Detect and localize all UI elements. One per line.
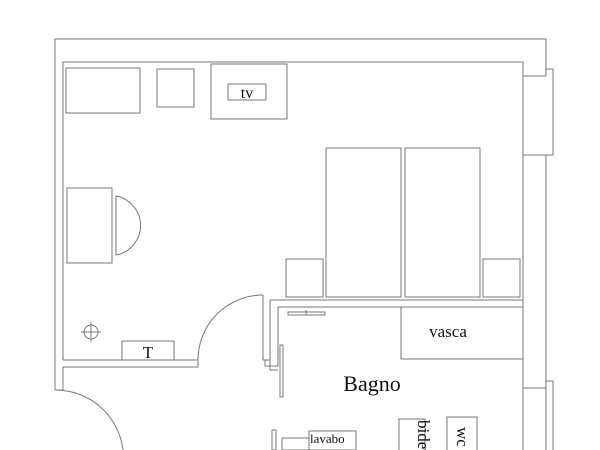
sink — [308, 430, 357, 450]
nightstand-left — [285, 258, 324, 298]
t-unit — [121, 340, 175, 361]
doors — [54, 294, 264, 450]
bidet-label: bidet — [414, 420, 433, 450]
wc-label: wc — [453, 427, 472, 447]
bidet — [398, 418, 426, 450]
cabinet — [156, 68, 195, 108]
t-label: T — [143, 343, 154, 362]
bathtub-label: vasca — [429, 322, 467, 341]
tv — [227, 83, 267, 101]
sink-label: lavabo — [310, 431, 345, 446]
wc — [446, 416, 478, 450]
chair — [115, 195, 141, 256]
ceiling-light-icon — [81, 322, 101, 342]
bed-left — [325, 147, 402, 298]
bathtub — [400, 306, 524, 360]
desk — [66, 187, 113, 264]
bedroom-furniture: tv T — [65, 63, 521, 362]
dresser — [65, 67, 141, 114]
tv-label: tv — [241, 85, 253, 102]
tv-unit — [210, 63, 288, 120]
bed-right — [404, 147, 481, 298]
sink-base — [281, 437, 313, 450]
room-label-bathroom: Bagno — [343, 371, 400, 396]
walls — [54, 38, 554, 450]
nightstand-right — [482, 258, 521, 298]
bathroom: vasca Bagno lavabo bidet wc — [281, 306, 524, 450]
entrance-door — [54, 389, 124, 450]
bedroom-door — [197, 294, 264, 361]
